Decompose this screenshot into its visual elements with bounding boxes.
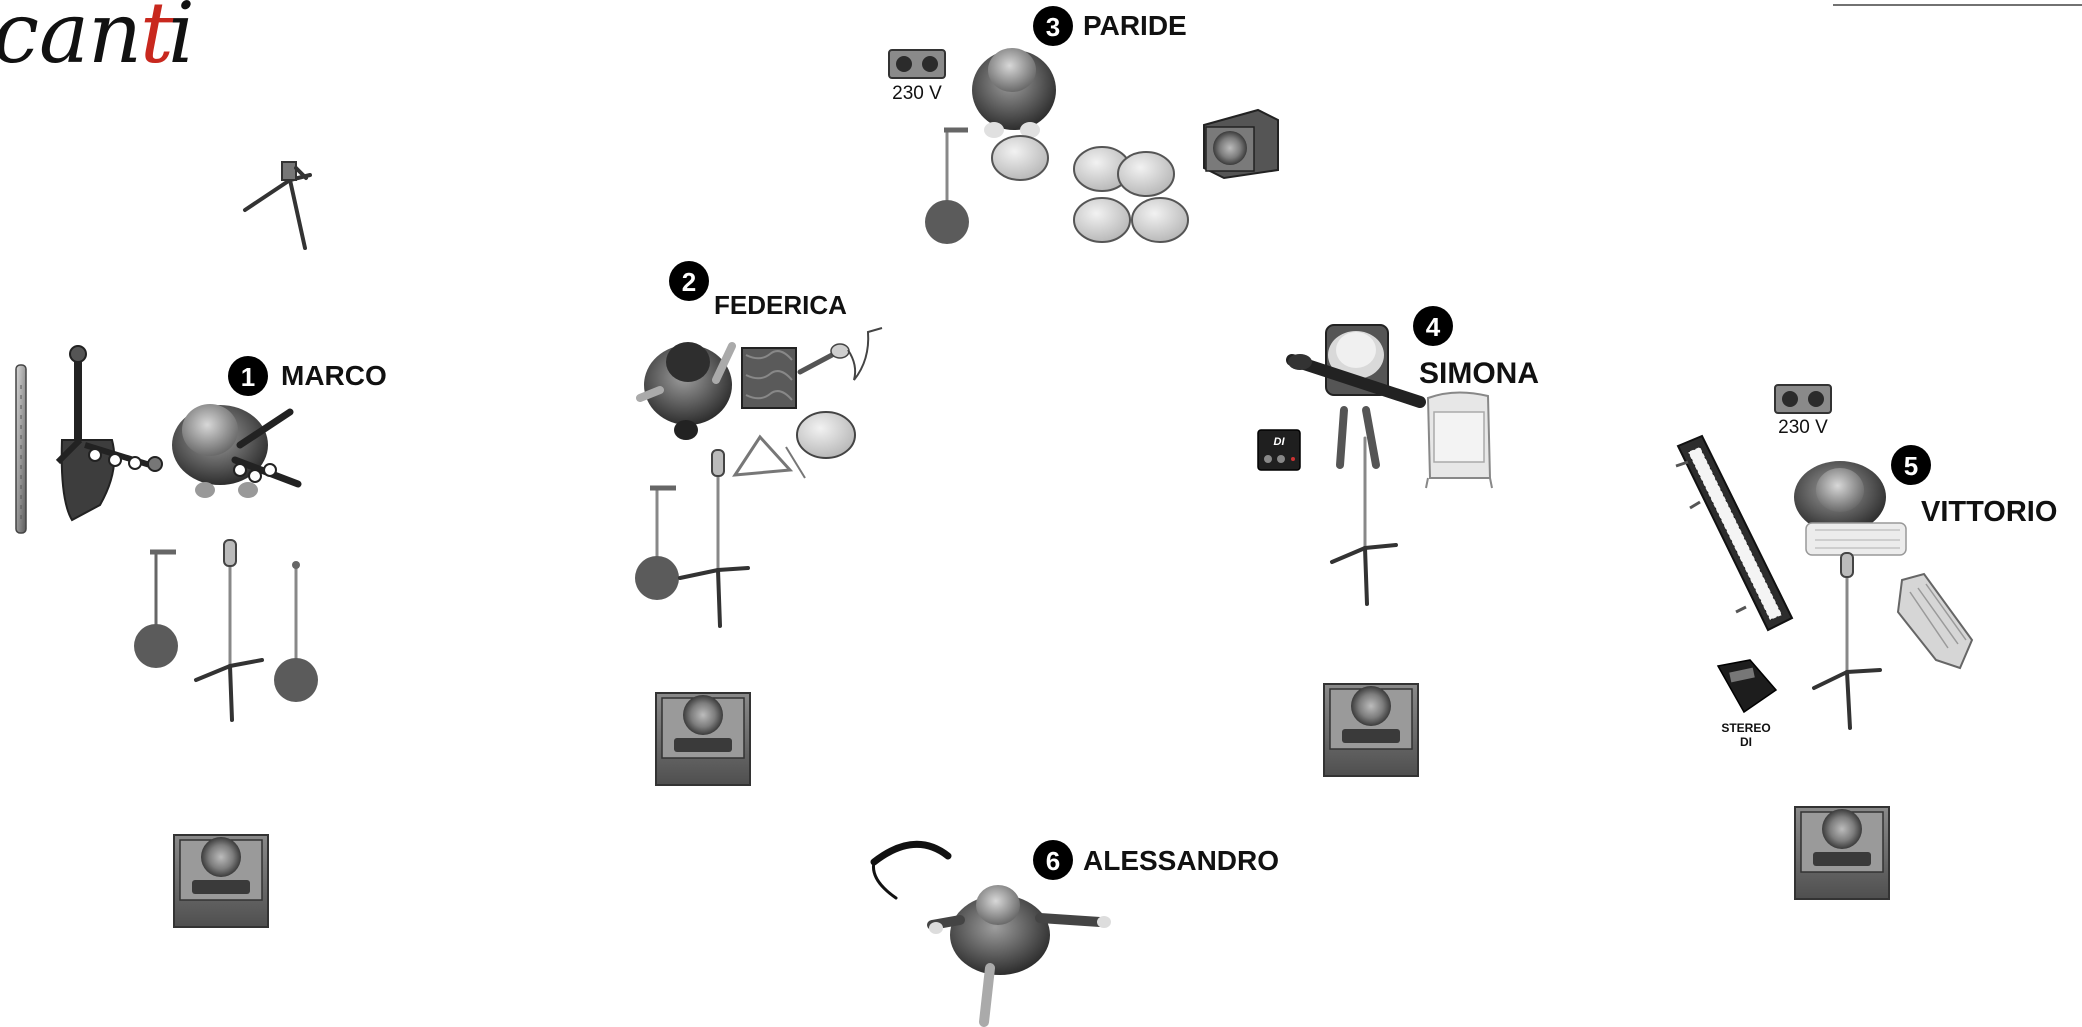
logo-text-part2: n: [88, 0, 142, 82]
performer-vittorio-icon: [1794, 461, 1906, 555]
accordion-case-icon: [1898, 574, 1972, 668]
performer-label-alessandro: 6 ALESSANDRO: [1033, 840, 1279, 880]
performer-federica-icon: [640, 342, 732, 440]
triangle-icon: [735, 437, 805, 478]
stereo-di-box-icon: STEREO DI: [1718, 660, 1776, 749]
stage-monitor-icon: [656, 693, 750, 785]
handheld-mic-icon: [800, 328, 882, 380]
percussion-box-icon: [742, 348, 796, 408]
performer-name: SIMONA: [1419, 357, 1539, 390]
bagpipe-icon: [58, 346, 162, 520]
speaker-cabinet-icon: [1204, 110, 1278, 178]
mic-stand-tripod-icon: [680, 450, 748, 626]
performer-name: PARIDE: [1083, 10, 1187, 41]
logo-text-part3: i: [168, 0, 195, 82]
performer-label-simona: 4 SIMONA: [1413, 306, 1539, 390]
keyboard-icon: [1676, 436, 1792, 630]
performer-name: MARCO: [281, 360, 387, 391]
performer-number: 6: [1046, 846, 1060, 876]
chair-icon: [1426, 392, 1492, 488]
performer-label-federica: 2 FEDERICA: [669, 261, 847, 320]
mic-stand-tripod-icon: [196, 540, 262, 720]
stage-monitor-icon: [174, 835, 268, 927]
mic-stand-round-base-icon: [925, 130, 969, 244]
performer-paride-icon: [972, 48, 1056, 138]
stereo-di-label-line1: STEREO: [1721, 721, 1770, 735]
performer-number: 3: [1046, 12, 1060, 42]
performer-name: VITTORIO: [1921, 496, 2057, 528]
performer-number: 1: [241, 362, 255, 392]
performer-label-marco: 1 MARCO: [228, 356, 387, 396]
power-outlet-vittorio: 230 V: [1775, 385, 1831, 438]
performer-name: FEDERICA: [714, 290, 847, 320]
stage-monitor-icon: [1324, 684, 1418, 776]
di-box-icon: DI: [1258, 430, 1300, 470]
mic-stand-small-icon: [245, 162, 310, 248]
headset-icon: [873, 844, 948, 898]
performer-simona-icon: [1326, 325, 1388, 465]
mic-stand-round-base-icon: [635, 488, 679, 600]
di-box-label: DI: [1274, 436, 1286, 448]
performer-label-vittorio: 5 VITTORIO: [1891, 445, 2057, 528]
power-outlet-paride: 230 V: [889, 50, 945, 104]
performer-number: 2: [682, 267, 696, 297]
power-outlet-label: 230 V: [1778, 417, 1828, 438]
performer-name: ALESSANDRO: [1083, 845, 1279, 876]
stage-monitor-icon: [1795, 807, 1889, 899]
stereo-di-label-line2: DI: [1740, 735, 1752, 749]
mic-stand-round-base-icon: [274, 561, 318, 702]
tambourine-icon: [797, 412, 855, 458]
performer-number: 4: [1426, 312, 1441, 342]
performer-label-paride: 3 PARIDE: [1033, 6, 1187, 46]
performer-marco-icon: [172, 404, 298, 498]
flute-icon: [16, 365, 26, 533]
power-outlet-label: 230 V: [892, 83, 942, 104]
mic-stand-tripod-icon: [1814, 553, 1880, 728]
mic-stand-round-base-icon: [134, 552, 178, 668]
performer-alessandro-icon: [929, 885, 1111, 1022]
performer-number: 5: [1904, 451, 1918, 481]
hand-drums-icon: [992, 136, 1188, 242]
logo-text-part1: ca: [0, 0, 89, 82]
logo: ca n t i: [0, 0, 230, 82]
